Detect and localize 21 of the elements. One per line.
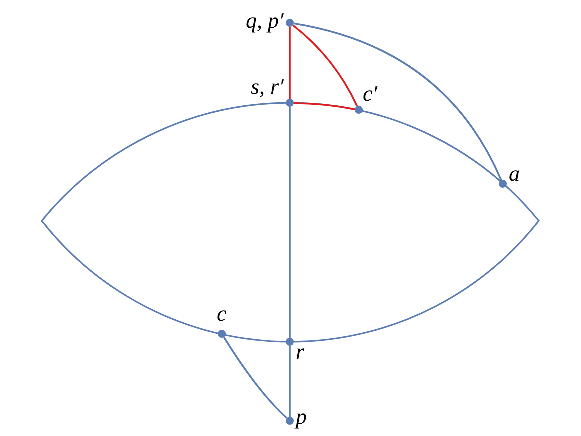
- point-dot: [355, 106, 363, 114]
- line-segment: [223, 336, 288, 419]
- line-segment: [294, 102, 356, 110]
- point-label: q, p′: [246, 9, 284, 33]
- line-segment: [294, 22, 502, 181]
- point-dot: [286, 99, 294, 107]
- point-label: r: [296, 340, 305, 364]
- line-segment: [289, 346, 291, 417]
- point-dot: [286, 417, 294, 425]
- point-label: c: [217, 302, 227, 326]
- line-segment: [289, 107, 291, 338]
- point-label: a: [509, 162, 520, 186]
- point-dot: [499, 180, 507, 188]
- point-dot: [286, 338, 294, 346]
- line-segment: [292, 24, 358, 107]
- point-dot: [286, 19, 294, 27]
- line-segment: [289, 27, 291, 99]
- point-label: c′: [363, 82, 378, 106]
- point-label: s, r′: [251, 75, 284, 99]
- point-label: p: [296, 405, 307, 429]
- point-dot: [218, 330, 226, 338]
